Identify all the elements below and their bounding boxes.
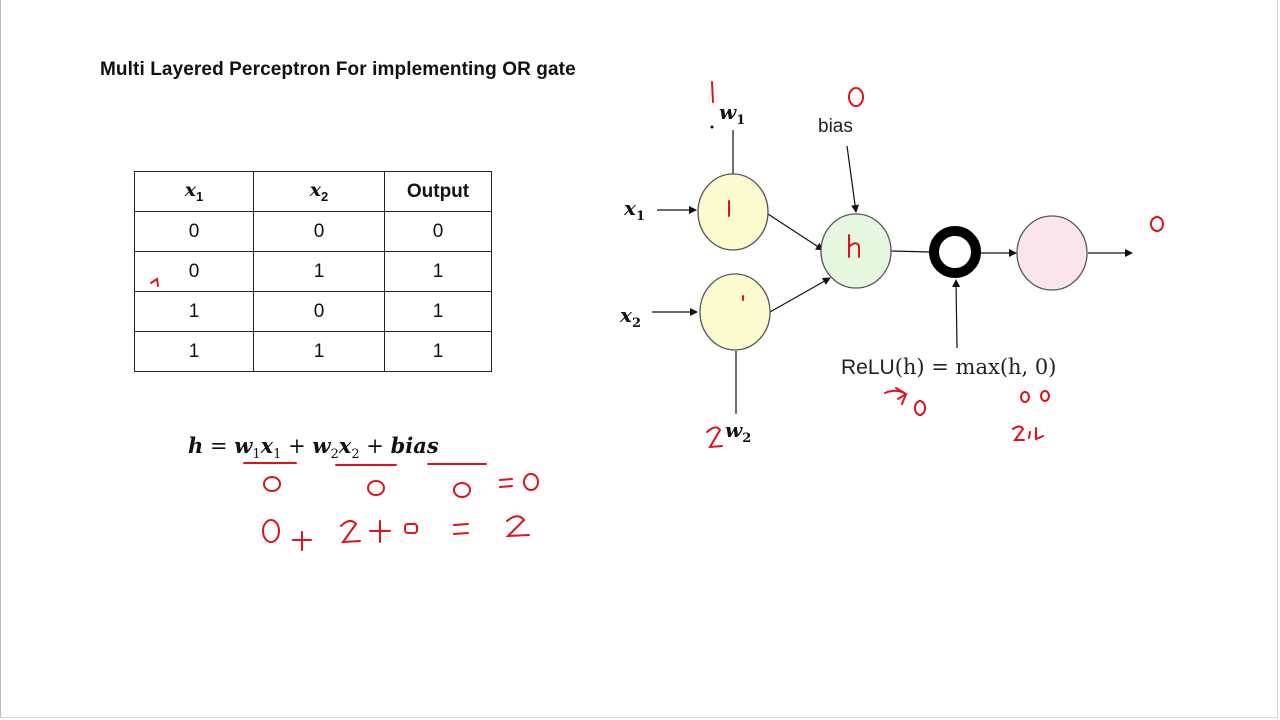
table-cell: 1 [253,331,385,372]
truth-table: x1 x2 Output 0 0 0 0 1 1 1 0 1 1 1 1 [134,171,492,372]
h-to-relu-line [890,250,931,253]
hw-line2-equals-b [453,532,469,535]
w2-label: w2 [725,418,752,446]
hw-relu-zero [914,400,926,416]
hw-note-zero-a [1020,391,1030,403]
hw-output-zero [1150,216,1164,232]
x2-to-h-arrow [769,277,831,313]
hidden-node [820,213,892,289]
bias-arrow [846,145,860,213]
table-cell: 0 [253,211,385,252]
table-cell: 1 [384,251,492,292]
table-row: 1 1 1 [134,331,492,372]
hw-h-letter [848,234,860,258]
hw-line2-two [340,520,361,544]
hw-line2-zero2 [404,523,418,534]
w1-dot [710,125,714,129]
hw-note-2l [1012,425,1044,441]
relu-formula: ReLU(h) = max(h, 0) [841,355,1057,379]
table-cell: 1 [384,331,492,372]
hw-relu-arrow [884,387,908,405]
hw-eq-zero-1 [263,476,281,492]
table-row: 0 0 0 [134,211,492,252]
hw-eq-result-zero [523,473,539,491]
hw-bias-zero [848,87,864,107]
hw-row-marker [150,277,159,287]
header-x2: x2 [253,171,385,212]
hw-eq-zero-3 [453,482,471,498]
w1-label: w1 [719,100,746,128]
relu-activation-node [929,226,981,278]
x1-to-h-arrow [767,213,824,251]
table-cell: 1 [384,291,492,332]
x1-input-node [697,173,769,251]
hw-w1-one [711,81,714,103]
slide-title: Multi Layered Perceptron For implementin… [100,59,576,80]
bias-label: bias [818,116,853,137]
hw-w2-two [706,426,723,449]
handwritten-annotations [150,81,1164,551]
x1-label: x1 [624,196,645,224]
header-x1: x1 [134,171,254,212]
hw-note-zero-b [1040,390,1050,402]
x2-input-node [699,273,771,351]
hw-eq-equals-1a [499,478,513,481]
x2-label: x2 [620,303,641,331]
hw-eq-zero-2 [367,480,385,496]
table-row: 0 1 1 [134,251,492,292]
hw-line2-result-two [505,515,530,538]
output-node [1016,215,1088,291]
table-row: 1 0 1 [134,291,492,332]
hw-line2-equals-a [453,523,469,526]
hw-line2-zero [262,519,280,543]
hw-eq-equals-1b [499,485,513,488]
relu-label-arrow [952,279,961,349]
weighted-sum-equation: h = w1x1 + w2x2 + bias [188,433,439,463]
table-cell: 0 [134,211,254,252]
